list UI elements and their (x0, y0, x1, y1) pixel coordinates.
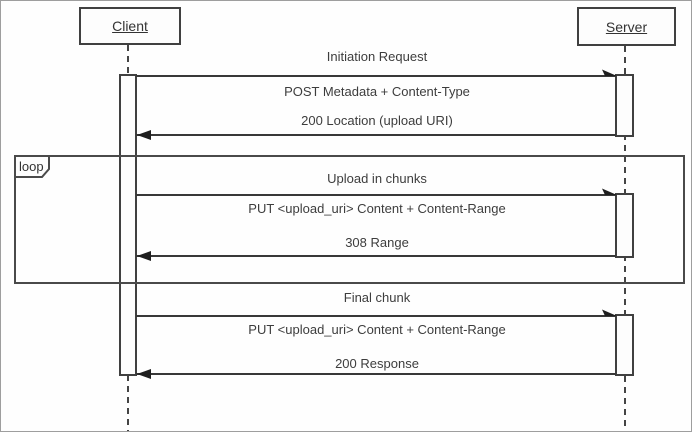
server-activation-bar-1 (615, 74, 634, 137)
message-post-metadata: POST Metadata + Content-Type (284, 84, 470, 99)
response-arrowhead-final-icon (137, 369, 151, 379)
actor-box-client: Client (79, 7, 181, 45)
section-title-initiation-request: Initiation Request (326, 49, 428, 64)
message-200-location: 200 Location (upload URI) (301, 113, 453, 128)
response-arrowhead-range-icon (137, 251, 151, 261)
request-arrowhead-chunk-icon (602, 188, 617, 195)
message-put-chunk: PUT <upload_uri> Content + Content-Range (248, 201, 506, 216)
server-activation-bar-2 (615, 193, 634, 258)
loop-label: loop (19, 159, 44, 174)
server-label: Server (605, 18, 648, 35)
section-title-upload-in-chunks: Upload in chunks (327, 171, 427, 186)
loop-fragment-frame (14, 155, 685, 284)
message-308-range: 308 Range (345, 235, 409, 250)
actor-box-server: Server (577, 7, 676, 46)
loop-label-pentagon (14, 155, 50, 178)
response-arrowhead-location-icon (137, 130, 151, 140)
request-arrowhead-final-icon (602, 309, 617, 316)
client-label: Client (112, 18, 148, 34)
request-arrowhead-initiation-icon (602, 69, 617, 76)
client-activation-bar (119, 74, 137, 376)
message-put-final-chunk: PUT <upload_uri> Content + Content-Range (248, 322, 506, 337)
section-title-final-chunk: Final chunk (343, 290, 411, 305)
server-activation-bar-3 (615, 314, 634, 376)
message-200-response: 200 Response (335, 356, 419, 371)
